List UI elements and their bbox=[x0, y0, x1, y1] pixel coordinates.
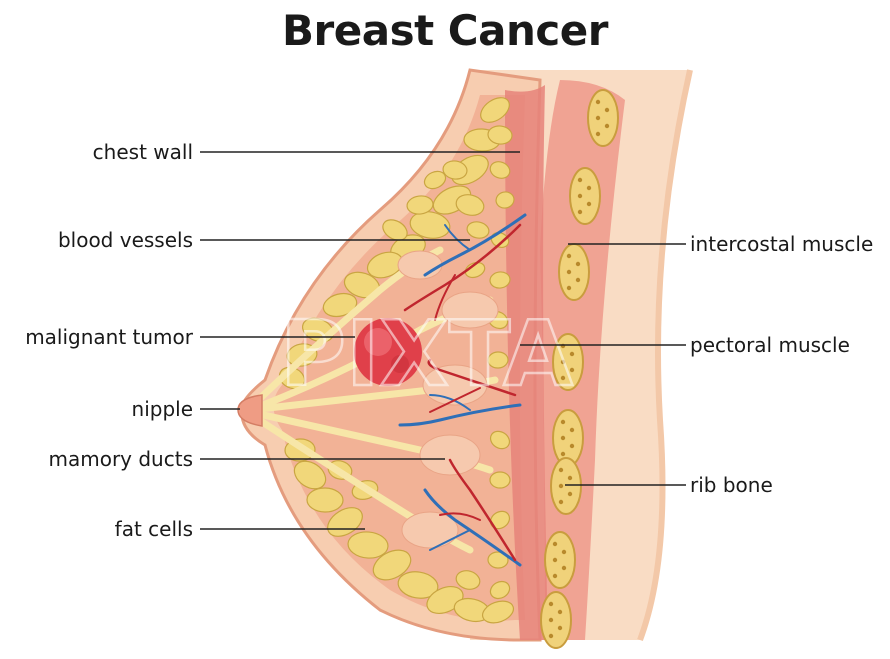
label-mamory-ducts: mamory ducts bbox=[48, 447, 193, 471]
label-nipple: nipple bbox=[132, 397, 193, 421]
label-blood-vessels: blood vessels bbox=[58, 228, 193, 252]
label-malignant-tumor: malignant tumor bbox=[25, 325, 194, 349]
label-fat-cells: fat cells bbox=[115, 517, 193, 541]
label-rib-bone: rib bone bbox=[690, 473, 773, 497]
label-intercostal-muscle: intercostal muscle bbox=[690, 232, 873, 256]
fat-lobule bbox=[307, 488, 343, 513]
rib-bone bbox=[551, 458, 581, 514]
watermark: PIXTA bbox=[280, 302, 573, 407]
fat-lobule bbox=[490, 472, 510, 488]
rib-bone bbox=[570, 168, 600, 224]
rib-bone bbox=[545, 532, 575, 588]
label-chest-wall: chest wall bbox=[93, 140, 193, 164]
rib-bone bbox=[541, 592, 571, 648]
rib-bone bbox=[559, 244, 589, 300]
rib-bone bbox=[588, 90, 618, 146]
label-pectoral-muscle: pectoral muscle bbox=[690, 333, 850, 357]
